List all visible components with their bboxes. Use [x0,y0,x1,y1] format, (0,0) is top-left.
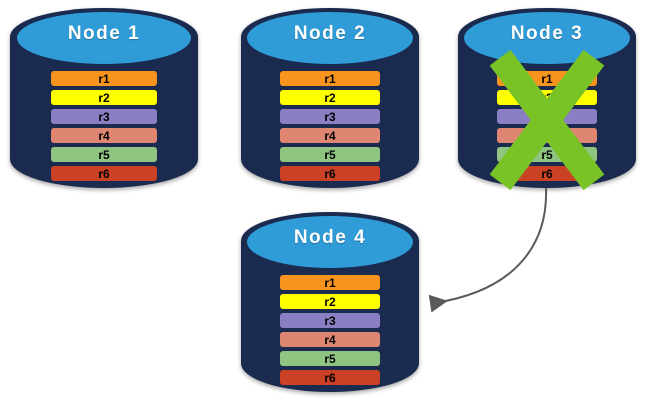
row-bar-r6: r6 [497,166,597,181]
node-4-cylinder-top [247,216,413,268]
row-bar-r1: r1 [497,71,597,86]
row-bar-r3: r3 [280,109,380,124]
row-bar-r4: r4 [280,128,380,143]
node-3-label: Node 3 [510,23,584,44]
row-bar-r1: r1 [280,71,380,86]
node-4[interactable]: Node 4 r1 r2 r3 r4 r5 r6 [241,212,419,392]
node-4-label: Node 4 [293,227,367,248]
row-bar-r4: r4 [51,128,157,143]
row-bar-r2: r2 [497,90,597,105]
row-bar-r1: r1 [280,275,380,290]
row-bar-r6: r6 [280,370,380,385]
row-bar-r4: r4 [280,332,380,347]
row-bar-r5: r5 [280,147,380,162]
row-bar-r5: r5 [497,147,597,162]
row-bar-r3: r3 [51,109,157,124]
row-bar-r6: r6 [51,166,157,181]
row-bar-r6: r6 [280,166,380,181]
row-bar-r1: r1 [51,71,157,86]
row-bar-r5: r5 [51,147,157,162]
node-2[interactable]: Node 2 r1 r2 r3 r4 r5 r6 [241,8,419,188]
node-2-cylinder-top [247,12,413,64]
row-bar-r2: r2 [280,294,380,309]
row-bar-r2: r2 [51,90,157,105]
node-1-label: Node 1 [67,23,141,44]
node-4-rows: r1 r2 r3 r4 r5 r6 [241,212,419,392]
row-bar-r3: r3 [497,109,597,124]
node-3-rows: r1 r2 r3 r4 r5 r6 [458,8,636,188]
node-1[interactable]: Node 1 r1 r2 r3 r4 r5 r6 [10,8,198,188]
node-2-rows: r1 r2 r3 r4 r5 r6 [241,8,419,188]
node-2-label: Node 2 [293,23,367,44]
node-1-cylinder-top [16,12,192,64]
row-bar-r4: r4 [497,128,597,143]
row-bar-r5: r5 [280,351,380,366]
node-3[interactable]: Node 3 r1 r2 r3 r4 r5 r6 [458,8,636,191]
node-1-rows: r1 r2 r3 r4 r5 r6 [10,8,198,188]
row-bar-r3: r3 [280,313,380,328]
row-bar-r2: r2 [280,90,380,105]
